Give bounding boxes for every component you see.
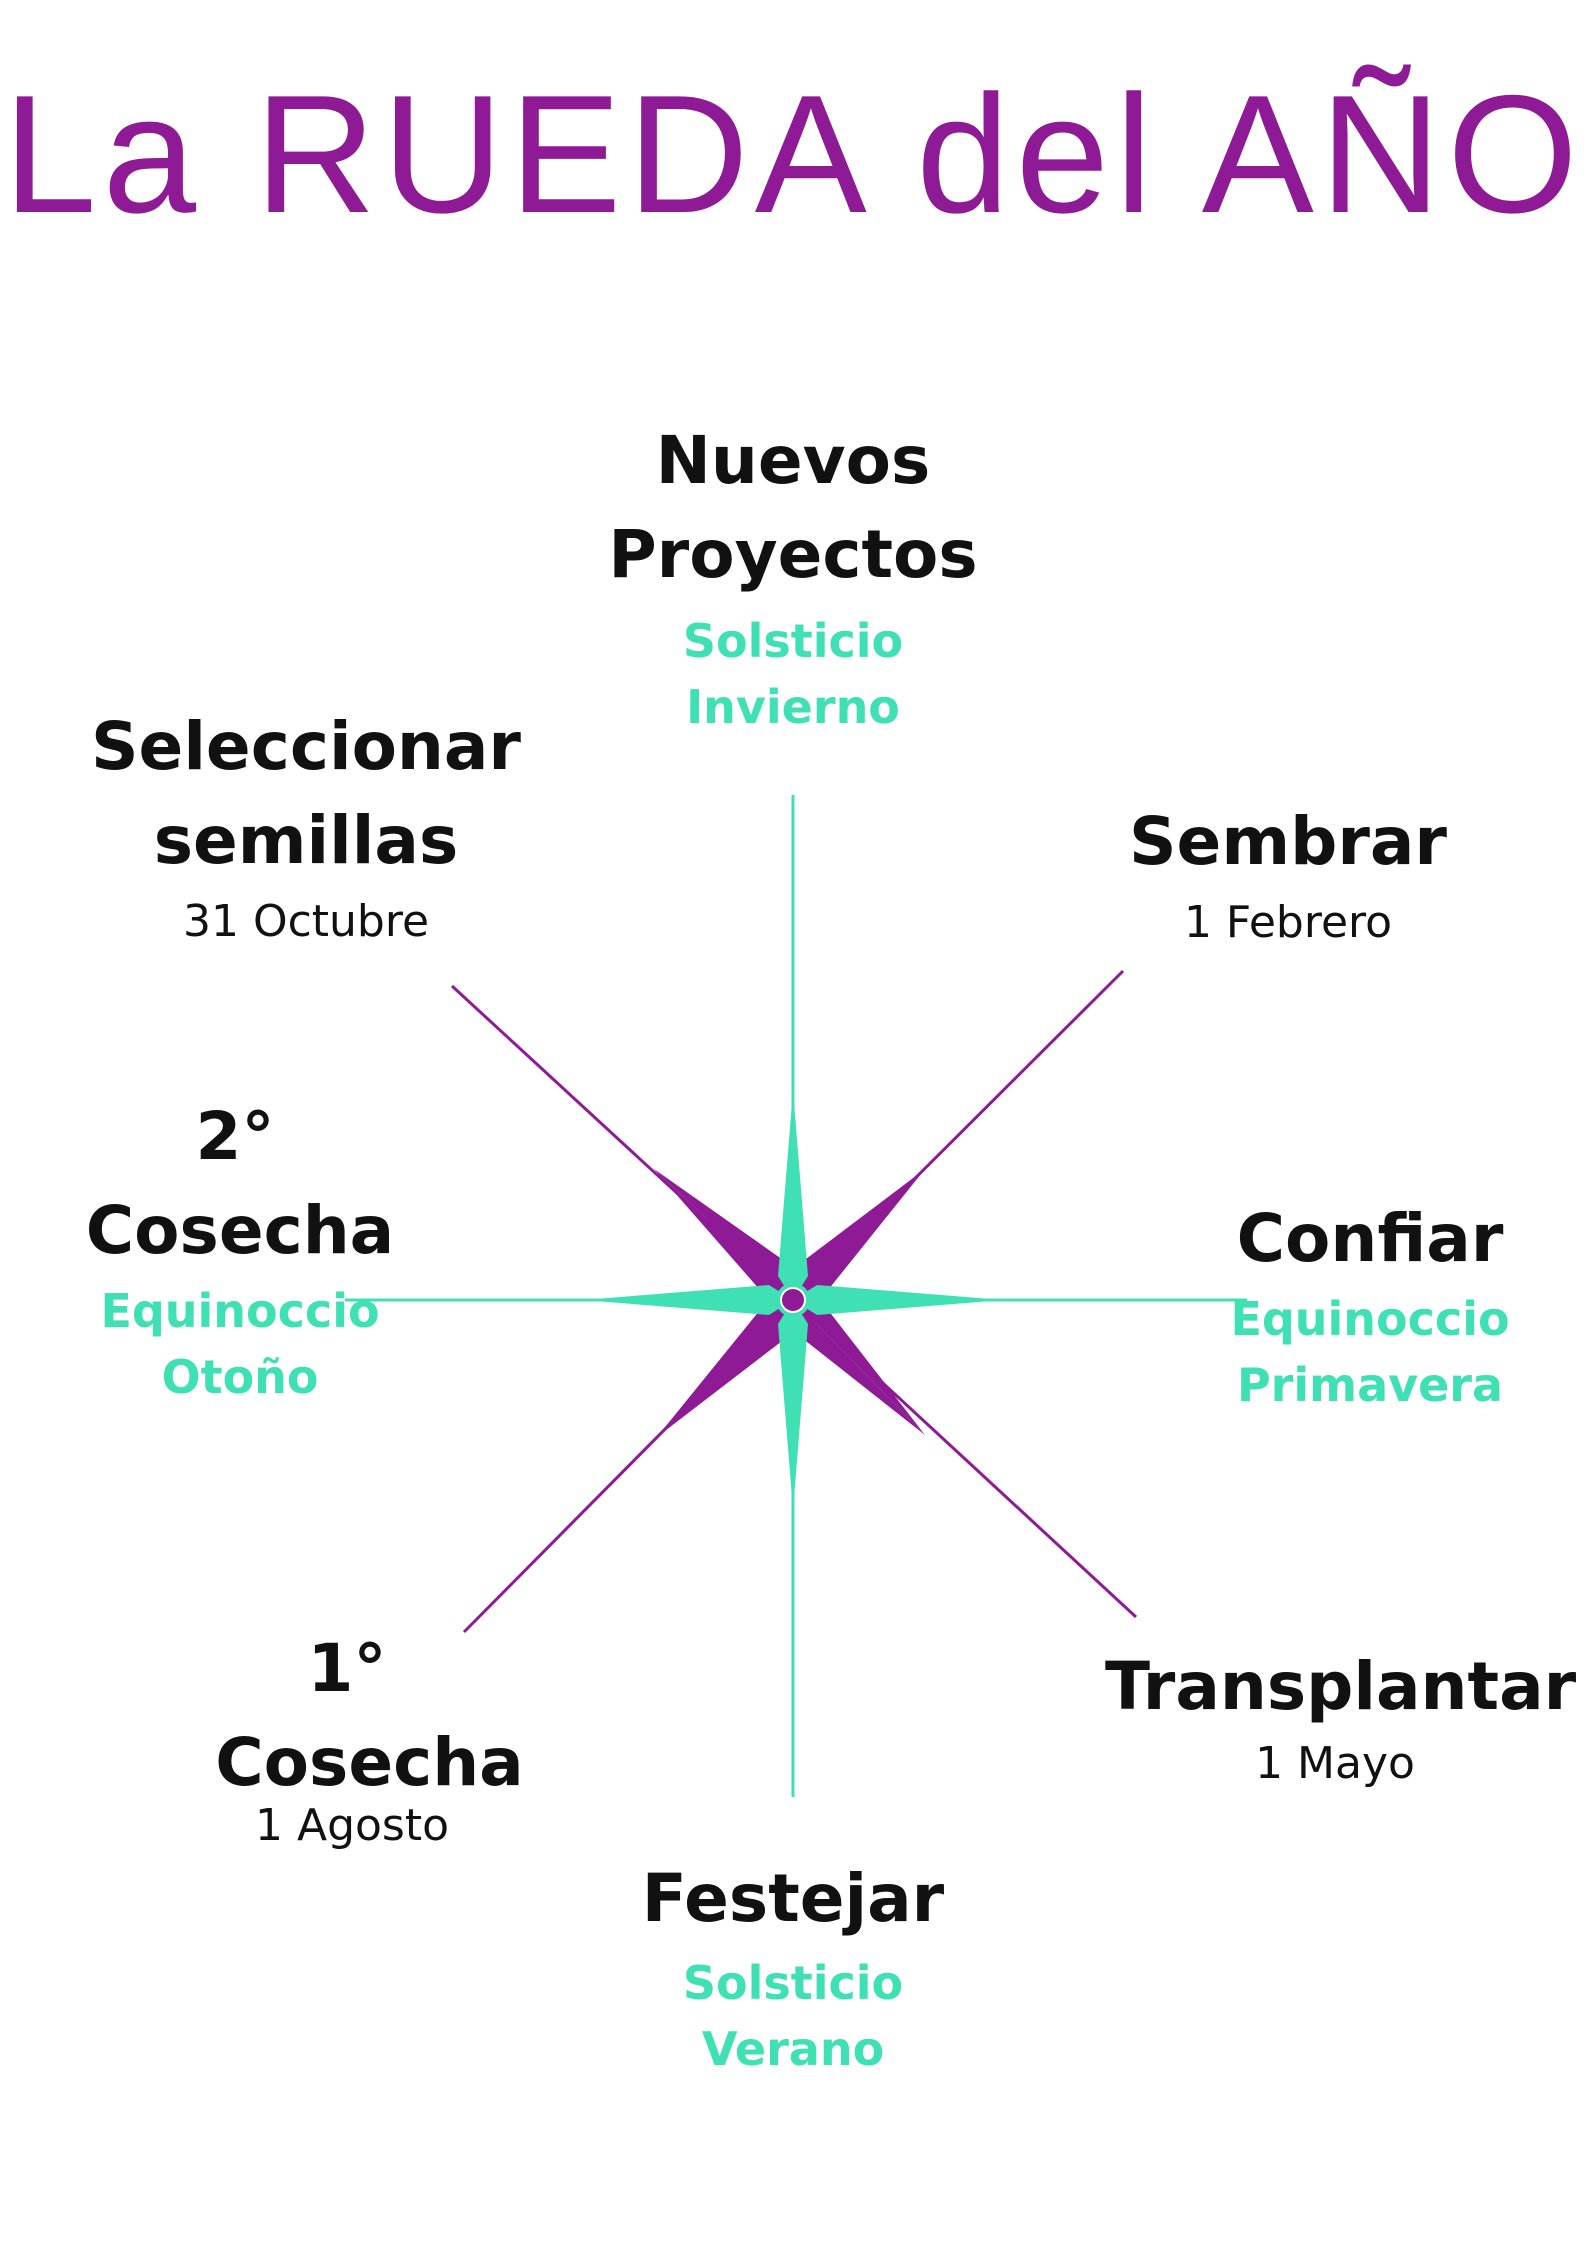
west-title-line1: 2° <box>195 1098 275 1175</box>
page-title: La RUEDA del AÑO <box>3 60 1584 248</box>
west-sub-line1: Equinoccio <box>100 1284 380 1338</box>
label-east: Confiar Equinoccio Primavera <box>1190 1192 1550 1418</box>
label-northeast: Sembrar 1 Febrero <box>1088 795 1488 953</box>
center-dot <box>782 1289 804 1311</box>
west-sub-line2: Otoño <box>161 1350 319 1404</box>
southeast-date: 1 Mayo <box>1255 1738 1415 1789</box>
east-sub-line2: Primavera <box>1236 1358 1504 1412</box>
north-title-line2: Proyectos <box>608 516 978 593</box>
diagonal-point-sw-b <box>657 1300 793 1437</box>
southwest-title-line2: Cosecha <box>215 1724 524 1801</box>
label-south: Festejar Solsticio Verano <box>543 1852 1043 2082</box>
northwest-title-line1: Seleccionar <box>91 708 521 785</box>
label-southeast: Transplantar 1 Mayo <box>1105 1640 1577 1794</box>
south-sub-line2: Verano <box>701 2022 885 2076</box>
northwest-title-line2: semillas <box>153 802 459 879</box>
axis-point-north <box>778 1090 808 1300</box>
axis-point-west <box>583 1285 793 1315</box>
label-north: Nuevos Proyectos Solsticio Invierno <box>543 414 1043 740</box>
north-sub-line2: Invierno <box>686 680 900 734</box>
label-southwest: 1° Cosecha 1 Agosto <box>152 1622 552 1856</box>
northeast-date: 1 Febrero <box>1183 897 1393 948</box>
southeast-title: Transplantar <box>1105 1648 1577 1725</box>
south-title: Festejar <box>641 1860 945 1937</box>
axis-point-south <box>778 1300 808 1510</box>
east-title: Confiar <box>1236 1200 1504 1277</box>
north-sub-line1: Solsticio <box>682 614 904 668</box>
northwest-date: 31 Octubre <box>182 896 430 947</box>
north-title-line1: Nuevos <box>655 422 931 499</box>
diagonal-point-se-b <box>793 1300 925 1435</box>
east-sub-line1: Equinoccio <box>1230 1292 1510 1346</box>
diagonal-point-nw-b <box>654 1169 793 1300</box>
west-title-line2: Cosecha <box>85 1192 395 1269</box>
diagonal-point-ne-b <box>793 1169 925 1300</box>
label-west: 2° Cosecha Equinoccio Otoño <box>60 1090 420 1410</box>
south-sub-line1: Solsticio <box>682 1956 904 2010</box>
axis-point-east <box>793 1285 1003 1315</box>
southwest-title-line1: 1° <box>307 1630 387 1707</box>
northeast-title: Sembrar <box>1129 803 1447 880</box>
label-northwest: Seleccionar semillas 31 Octubre <box>81 700 531 952</box>
southwest-date: 1 Agosto <box>254 1800 450 1851</box>
